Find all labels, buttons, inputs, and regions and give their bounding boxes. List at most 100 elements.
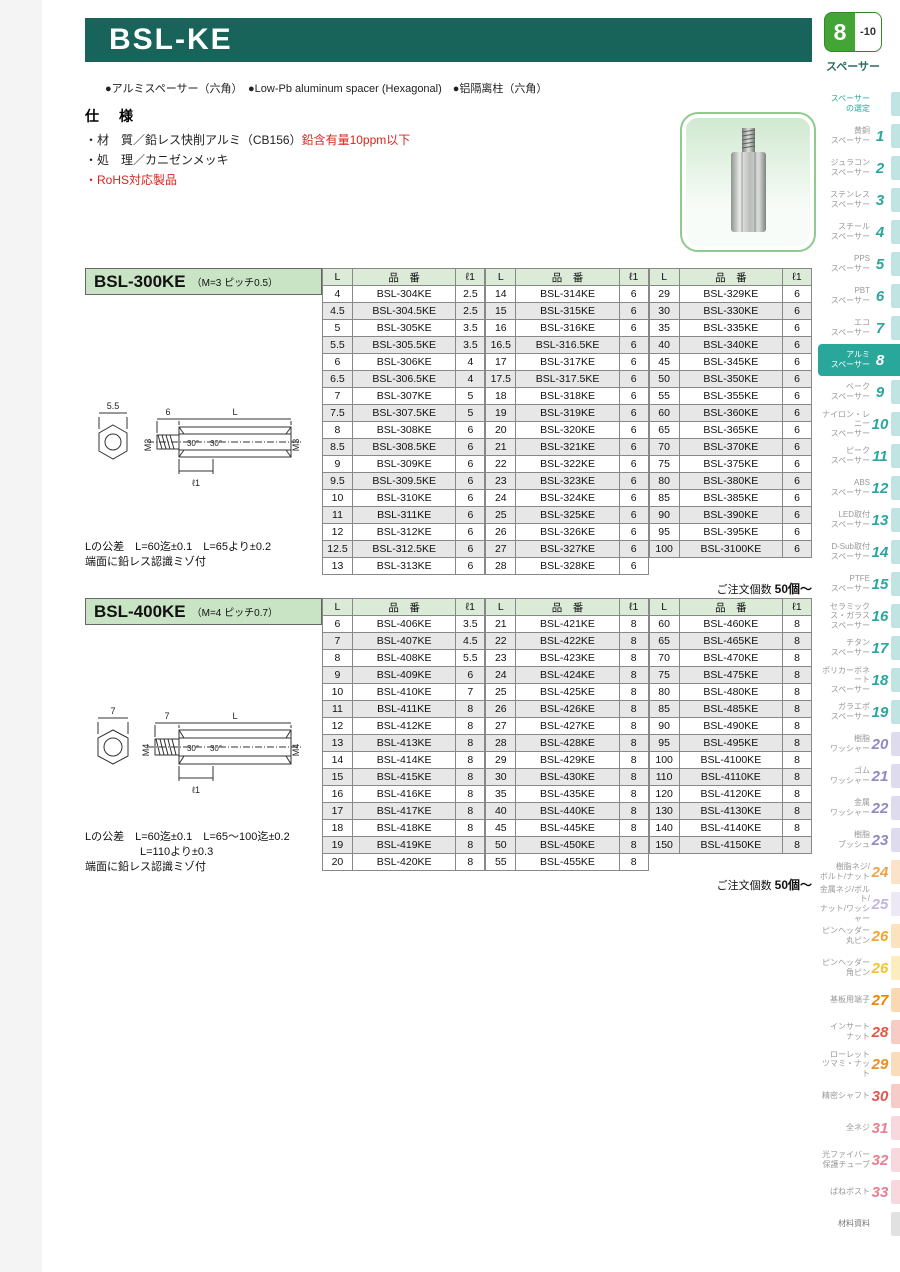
part-number-cell: BSL-329KE [678, 285, 784, 303]
sidebar-item-number: 33 [871, 1183, 889, 1201]
sidebar-item-1[interactable]: スペーサーの選定 [818, 88, 900, 120]
part-number-cell: BSL-380KE [678, 472, 784, 490]
dim-thread-left: M3 [143, 439, 153, 452]
sidebar-item-label: スチールスペーサー [830, 222, 870, 241]
sidebar-item-label: ゴムワッシャー [830, 766, 870, 785]
value-cell: 8 [782, 717, 812, 735]
value-cell: 8 [782, 734, 812, 752]
value-cell: 8 [782, 819, 812, 837]
sidebar-item-number: 5 [875, 255, 885, 273]
value-cell: 23 [485, 472, 517, 490]
sidebar-item-label: ベークスペーサー [830, 382, 870, 401]
value-cell: 4.5 [455, 632, 486, 650]
sidebar-item-label: ピークスペーサー [830, 446, 870, 465]
value-cell: 6 [782, 455, 812, 473]
value-cell: 6 [618, 404, 649, 422]
part-number-cell: BSL-412KE [351, 717, 457, 735]
sidebar-item-number: 29 [871, 1055, 889, 1073]
value-cell: 8 [455, 700, 486, 718]
category-color-swatch [891, 1180, 900, 1204]
part-number-cell: BSL-335KE [678, 319, 784, 337]
column-header: L [648, 598, 680, 616]
product-photo [680, 112, 816, 252]
value-cell: 8 [455, 751, 486, 769]
category-color-swatch [891, 412, 900, 436]
sidebar-item-number: 13 [871, 511, 889, 529]
value-cell: 140 [648, 819, 680, 837]
column-header: 品 番 [678, 598, 784, 616]
series-pitch: （M=4 ピッチ0.7） [191, 608, 279, 619]
value-cell: 100 [648, 540, 680, 558]
sidebar-item-36[interactable]: 材料資料 [818, 1208, 900, 1240]
value-cell: 8 [618, 683, 649, 701]
part-number-cell: BSL-385KE [678, 489, 784, 507]
category-color-swatch [891, 860, 900, 884]
part-number-cell: BSL-317.5KE [515, 370, 620, 388]
part-number-cell: BSL-480KE [678, 683, 784, 701]
value-cell: 8 [782, 666, 812, 684]
category-color-swatch [891, 476, 900, 500]
value-cell: 3.5 [455, 615, 486, 633]
column-header: ℓ1 [618, 268, 649, 286]
value-cell: 8 [618, 836, 649, 854]
page-range: -10 [855, 13, 881, 51]
value-cell: 6 [782, 319, 812, 337]
dim-stud-length: 7 [164, 711, 169, 721]
value-cell: 8 [618, 632, 649, 650]
column-header: L [485, 268, 517, 286]
sidebar-item-label: 樹脂ブッシュ [838, 830, 870, 849]
value-cell: 6 [782, 438, 812, 456]
part-number-cell: BSL-370KE [678, 438, 784, 456]
part-number-cell: BSL-308.5KE [351, 438, 457, 456]
dim-angle-right: 30° [210, 744, 222, 753]
part-number-cell: BSL-312KE [351, 523, 457, 541]
sidebar-item-number: 21 [871, 767, 889, 785]
